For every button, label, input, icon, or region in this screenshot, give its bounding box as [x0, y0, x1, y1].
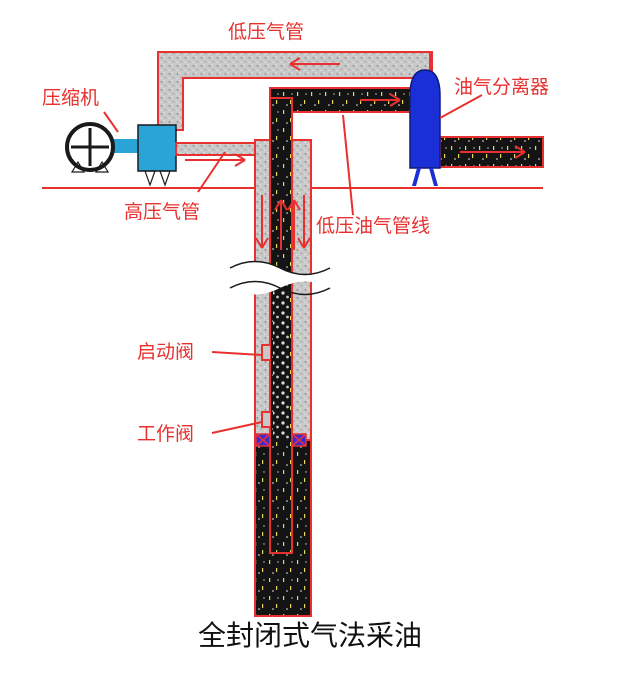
start-valve-label: 启动阀	[137, 341, 194, 363]
compressor-wheel-icon	[65, 122, 115, 173]
flow-arrow-icon	[255, 195, 311, 250]
separator-label: 油气分离器	[454, 76, 549, 98]
low-pressure-gas-pipe-label: 低压气管	[228, 21, 304, 43]
working-valve-label: 工作阀	[137, 423, 194, 445]
break-mark-icon	[229, 260, 331, 296]
high-pressure-gas-pipe-label: 高压气管	[124, 201, 200, 223]
high-pressure-gas-pipe	[175, 142, 266, 167]
flow-arrow-icon	[289, 57, 340, 71]
packer	[255, 433, 307, 447]
working-valve	[261, 411, 270, 428]
diagram-title: 全封闭式气法采油	[198, 619, 422, 652]
compressor-label: 压缩机	[42, 87, 99, 109]
low-pressure-oil-gas-line	[269, 87, 421, 113]
tubing	[269, 97, 293, 554]
oil-outlet-pipe	[439, 136, 544, 168]
separator-vessel-icon	[409, 69, 441, 186]
low-pressure-oil-gas-line-label: 低压油气管线	[316, 215, 430, 237]
leader-lines	[103, 94, 483, 434]
start-valve	[261, 344, 270, 361]
